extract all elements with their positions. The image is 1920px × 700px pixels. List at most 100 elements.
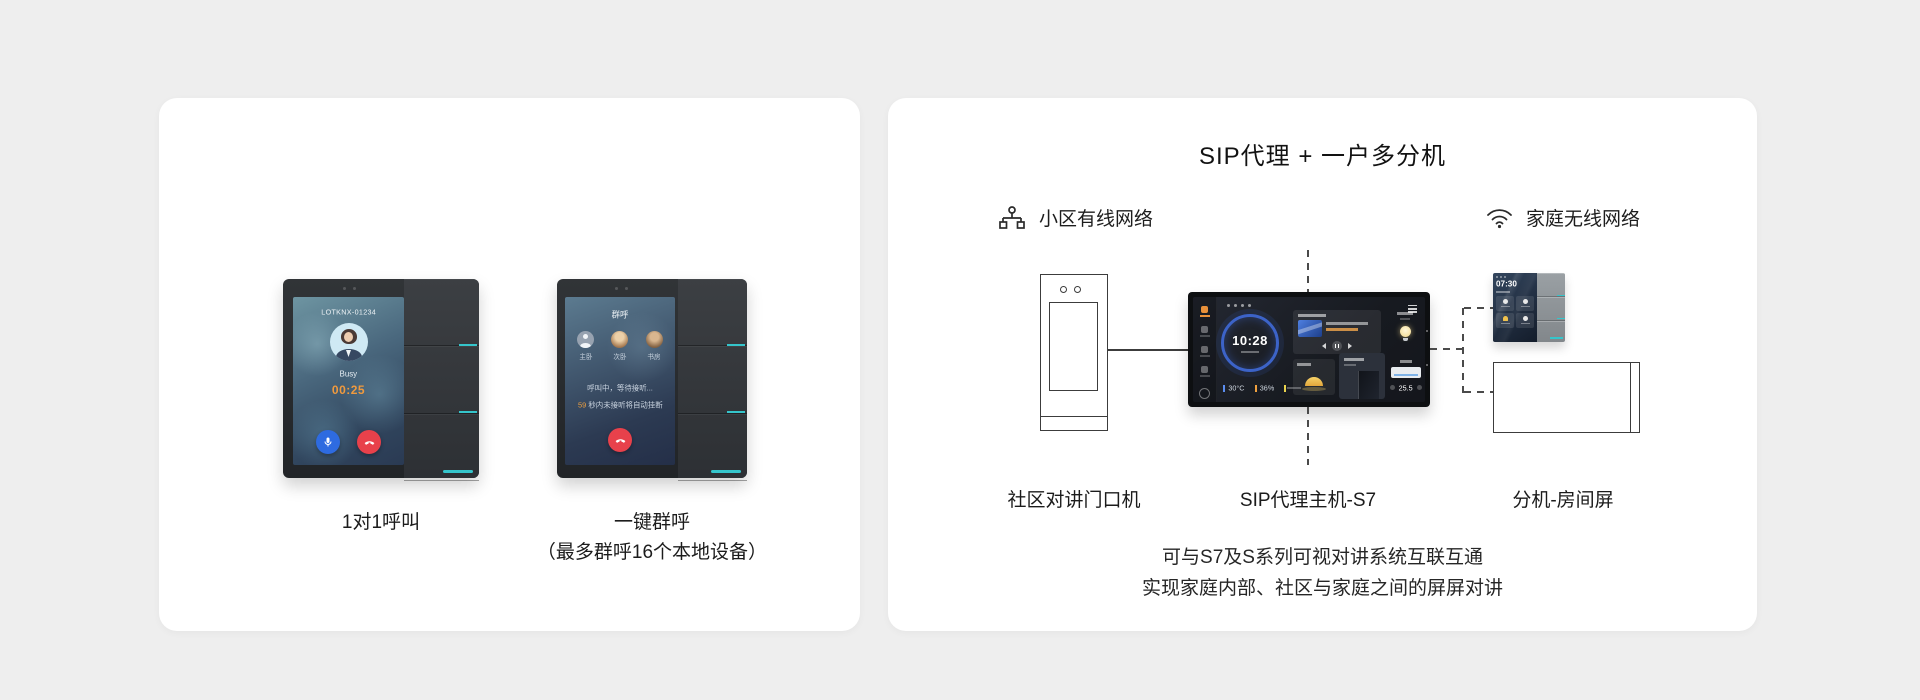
wired-network-icon (999, 205, 1025, 229)
caller-device-id: LOTKNX-01234 (321, 307, 376, 317)
member-avatar-icon (577, 331, 595, 348)
host-screen: 10:28 30°C 36% (1193, 297, 1425, 402)
host-clock-widget: 10:28 (1221, 314, 1279, 372)
sensor-dot (353, 287, 356, 290)
call-screen-one-to-one: LOTKNX-01234 Busy 00:25 (293, 297, 404, 465)
rocker-key (404, 279, 479, 347)
group-call-screen: 群呼 主卧 次卧 书房 呼叫中，等待接听... 5 (565, 297, 675, 465)
sidebar-home-icon (1199, 306, 1210, 317)
humidity-value: 36% (1259, 383, 1275, 393)
weather-stat (1283, 384, 1301, 392)
lamp-glow (1302, 387, 1326, 391)
sidebar-security-icon (1199, 366, 1210, 377)
app-tile (1516, 295, 1534, 311)
bedroom-light-card (1389, 310, 1421, 354)
caption-group-call-line1: 一键群呼 (613, 512, 690, 533)
light-card-label-bar (1397, 312, 1413, 315)
room-clock-sub-bar (1496, 291, 1510, 293)
media-controls (1293, 341, 1381, 351)
wired-network-label-row: 小区有线网络 (998, 204, 1153, 231)
room-clock-time: 07:30 (1496, 279, 1517, 289)
air-conditioner-card: 25.5 (1389, 359, 1423, 399)
rocker-key (1537, 273, 1565, 297)
room-statusbar-dots (1496, 276, 1534, 278)
door-image (1358, 371, 1379, 399)
feature-description: 可与S7及S系列可视对讲系统互联互通 实现家庭内部、社区与家庭之间的屏屏对讲 (888, 542, 1757, 604)
wifi-icon (1487, 208, 1512, 228)
call-actions-row (293, 430, 404, 454)
music-card-title-bar (1298, 314, 1326, 317)
ac-minus-icon (1390, 385, 1396, 390)
teal-accent-bar (443, 470, 473, 473)
dashed-connector-host (1430, 348, 1463, 350)
door-station-label: 社区对讲门口机 (1007, 490, 1141, 511)
teal-accent-line (459, 344, 477, 347)
feature-description-line2: 实现家庭内部、社区与家庭之间的屏屏对讲 (1141, 578, 1503, 599)
countdown-seconds: 59 (577, 400, 586, 410)
caption-group-call: 一键群呼 （最多群呼16个本地设备） (492, 508, 812, 568)
call-status-text: Busy (339, 369, 358, 379)
caption-group-call-line2: （最多群呼16个本地设备） (536, 542, 768, 563)
caller-avatar (329, 323, 368, 361)
mic-button (316, 430, 340, 454)
member-item: 书房 (642, 331, 666, 365)
hangup-icon (615, 438, 625, 443)
wired-connector-line (1108, 349, 1188, 351)
hangup-icon (364, 440, 374, 445)
sip-proxy-card: SIP代理 + 一户多分机 小区有线网络 家庭无线网络 (888, 98, 1757, 631)
member-label: 次卧 (613, 352, 627, 361)
ac-temperature-value: 25.5 (1398, 383, 1413, 392)
album-art (1298, 320, 1322, 337)
member-label: 书房 (647, 352, 661, 361)
wall-panel-one-to-one: LOTKNX-01234 Busy 00:25 (283, 279, 479, 481)
call-features-card: LOTKNX-01234 Busy 00:25 (159, 98, 860, 631)
ac-temp-row: 25.5 (1390, 381, 1422, 395)
host-statusbar-icons (1227, 304, 1251, 307)
wireless-network-label-row: 家庭无线网络 (1486, 204, 1640, 231)
next-track-icon (1348, 343, 1352, 349)
dashed-divider-top (1307, 250, 1309, 292)
member-item: 次卧 (608, 331, 632, 365)
caption-one-to-one: 1对1呼叫 (341, 512, 421, 533)
group-call-title: 群呼 (611, 309, 629, 320)
feature-description-line1: 可与S7及S系列可视对讲系统互联互通 (1162, 547, 1483, 568)
teal-accent-line (1557, 317, 1565, 320)
away-mode-card (1339, 353, 1385, 399)
teal-accent-line (727, 410, 745, 413)
room-rocker-keys (1537, 273, 1565, 342)
hangup-button (357, 430, 381, 454)
door-screen-outline (1049, 302, 1098, 391)
rocker-key (678, 346, 747, 414)
member-item: 主卧 (574, 331, 598, 365)
mode-card-label-bar (1344, 358, 1364, 361)
rocker-key (404, 414, 479, 481)
calling-status-line: 呼叫中，等待接听... (587, 383, 653, 393)
extension-label: 分机-房间屏 (1512, 490, 1614, 511)
section-title: SIP代理 + 一户多分机 (1198, 143, 1447, 170)
sip-host-label: SIP代理主机-S7 (1239, 490, 1377, 511)
app-tile (1516, 312, 1534, 328)
pause-button-icon (1332, 341, 1342, 351)
pendant-lamp-card (1293, 359, 1335, 395)
lamp-dome-icon (1305, 377, 1323, 386)
room-screen-device: 07:30 (1493, 273, 1565, 342)
extension-panel-outline (1493, 362, 1640, 433)
dashed-connector-room-screen (1464, 307, 1493, 309)
rocker-key (1537, 297, 1565, 321)
bulb-icon (1399, 325, 1411, 337)
teal-accent-bar (1550, 337, 1563, 339)
sensor-dot (343, 287, 346, 290)
app-tile (1496, 295, 1514, 311)
rocker-key (678, 414, 747, 481)
door-speaker-icon (1074, 286, 1081, 293)
teal-accent-bar (711, 470, 741, 473)
app-tile (1496, 312, 1514, 328)
temperature-stat: 30°C (1223, 381, 1247, 395)
sidebar-voice-icon (1199, 388, 1210, 399)
wall-panel-group-call: 群呼 主卧 次卧 书房 呼叫中，等待接听... 5 (557, 279, 747, 481)
wired-network-label: 小区有线网络 (1039, 209, 1154, 230)
rocker-keys-column (678, 279, 747, 481)
dashed-connector-extension (1464, 391, 1493, 393)
humidity-stat: 36% (1254, 381, 1276, 395)
rocker-key (404, 346, 479, 414)
